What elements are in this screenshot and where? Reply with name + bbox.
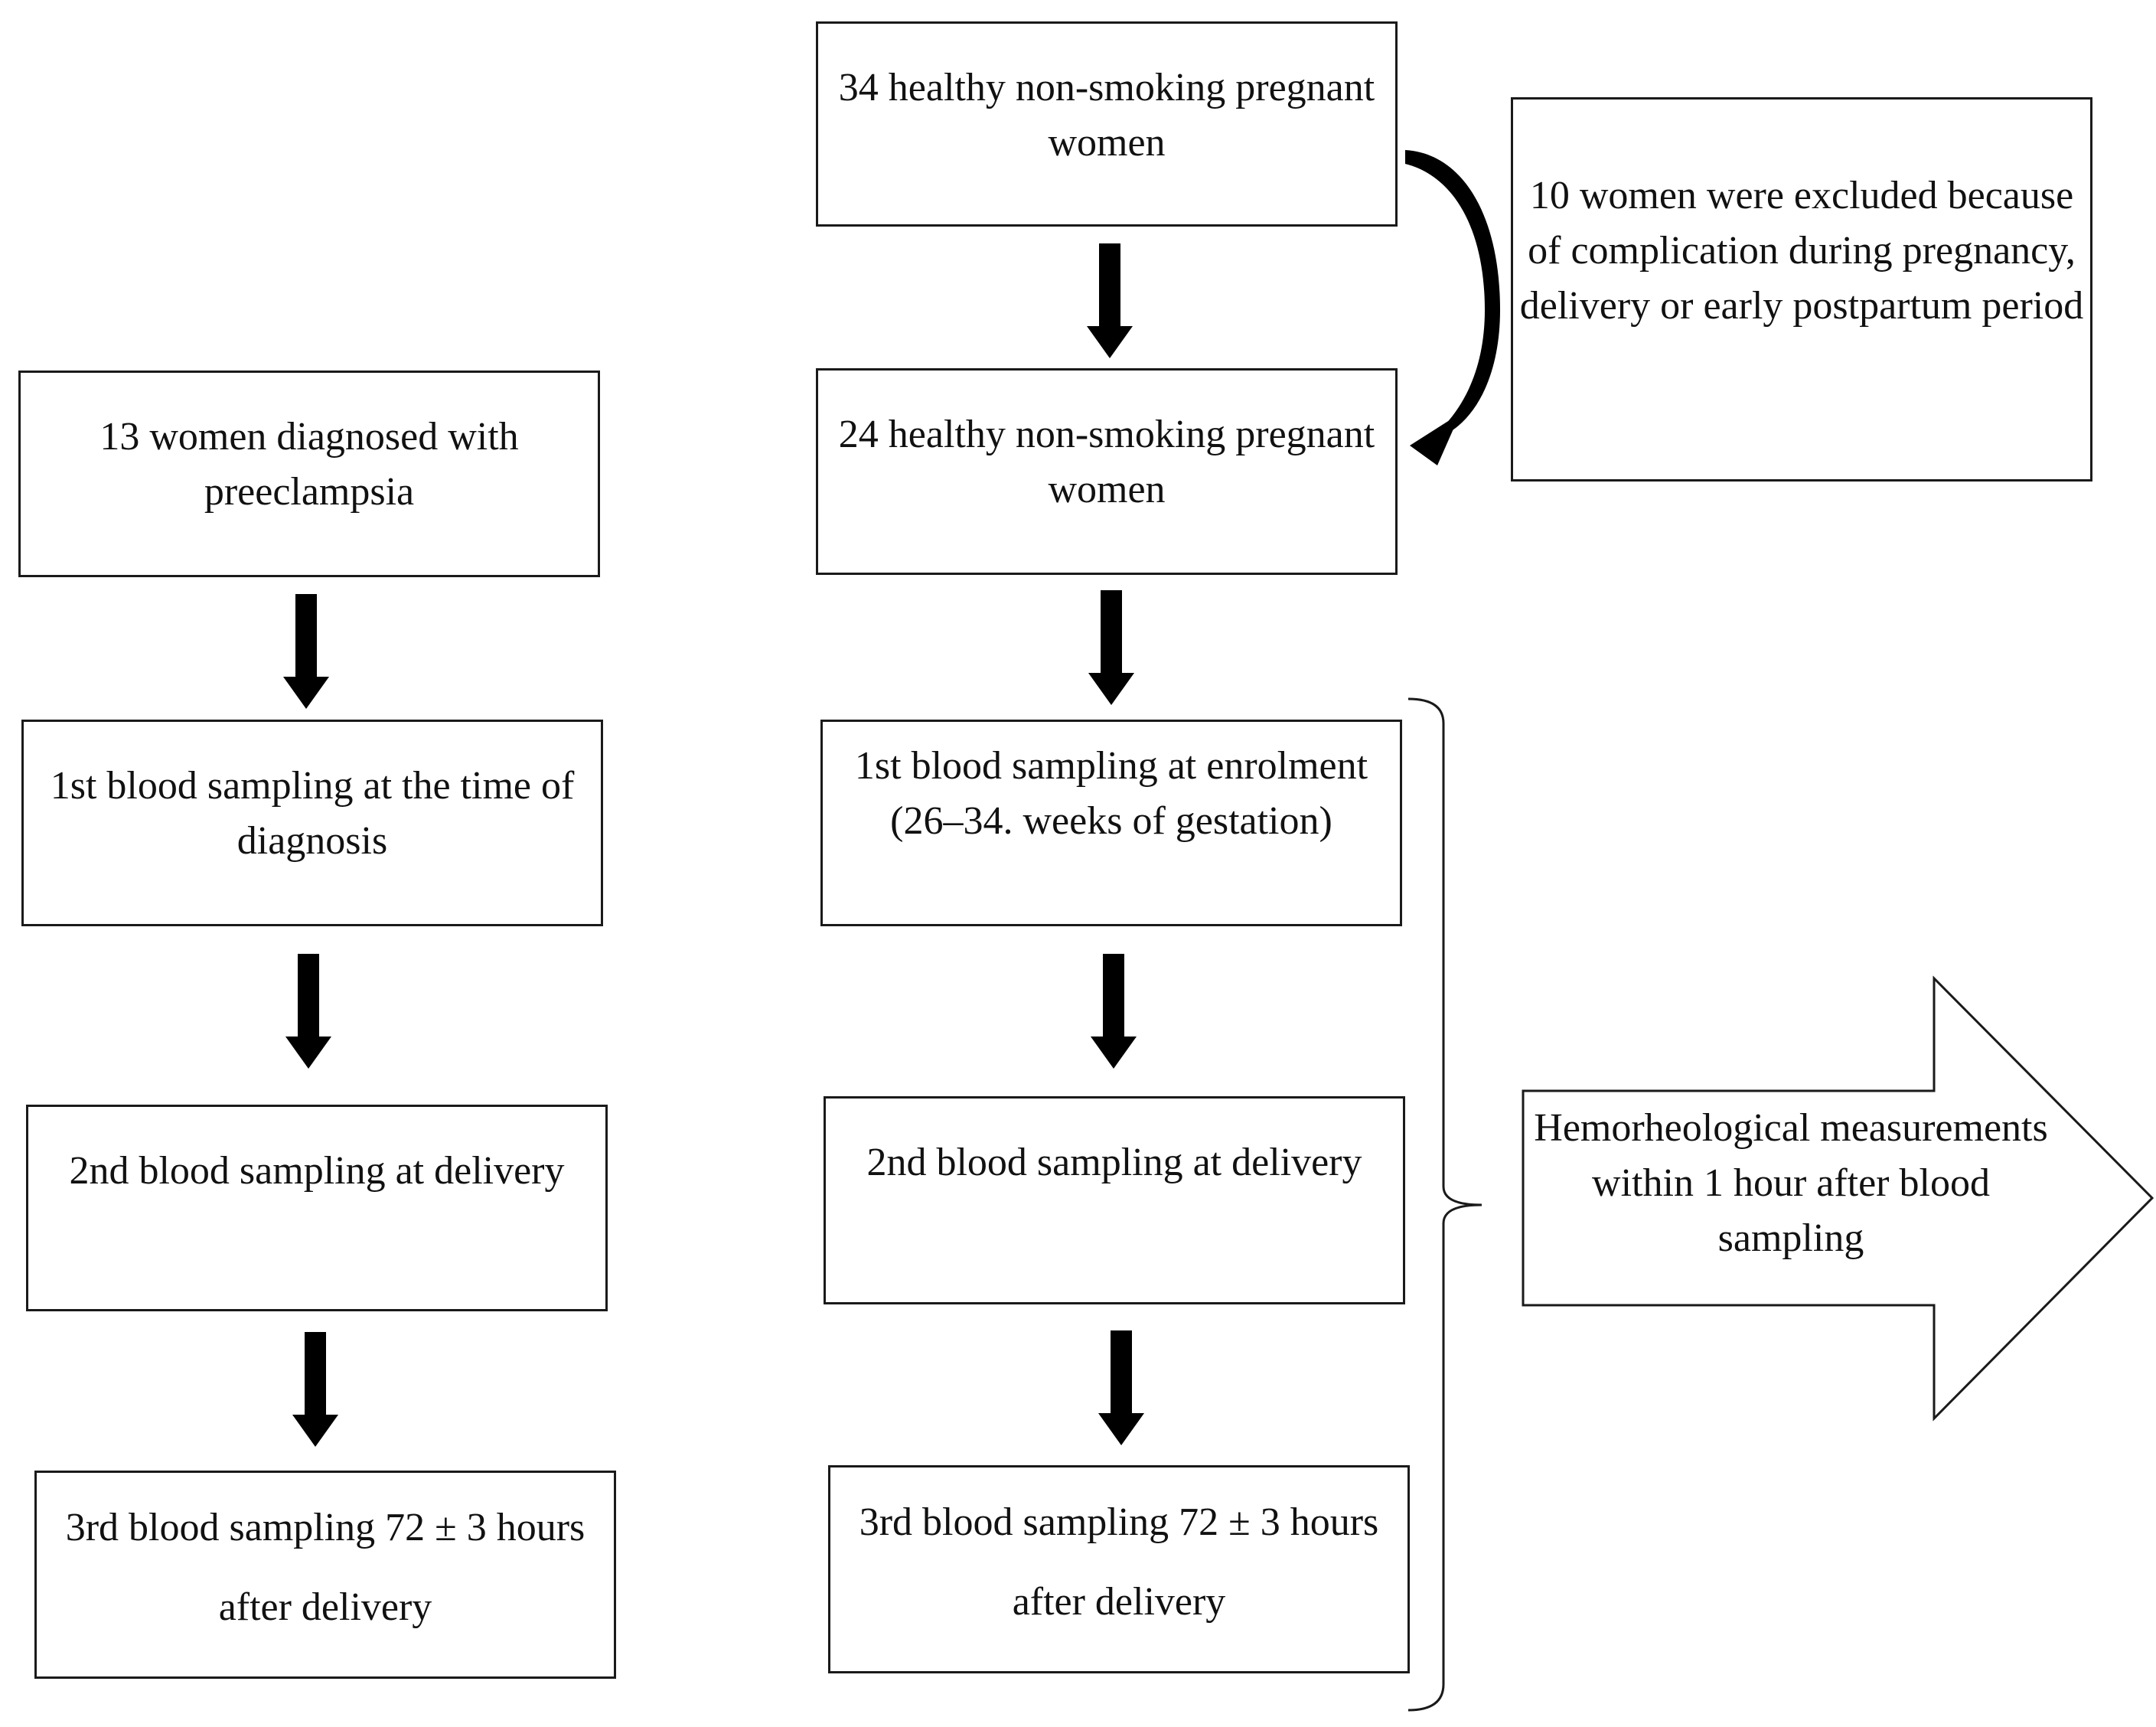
box-preeclampsia-sampling-2: 2nd blood sampling at delivery bbox=[26, 1105, 608, 1311]
curved-exclusion-arrow bbox=[1405, 150, 1500, 465]
healthy-sampling-2-text: 2nd blood sampling at delivery bbox=[866, 1141, 1362, 1184]
preeclampsia-sampling-1-text: 1st blood sampling at the time of diagno… bbox=[50, 764, 575, 863]
arrow-down-p2-to-p3 bbox=[292, 1332, 338, 1447]
box-13-preeclampsia-text: 13 women diagnosed with preeclampsia bbox=[99, 415, 519, 514]
preeclampsia-sampling-3-text: 3rd blood sampling 72 ± 3 hours after de… bbox=[65, 1506, 585, 1629]
box-preeclampsia-sampling-3: 3rd blood sampling 72 ± 3 hours after de… bbox=[34, 1471, 616, 1679]
sampling-bracket bbox=[1407, 697, 1482, 1712]
box-24-healthy: 24 healthy non-smoking pregnant women bbox=[816, 368, 1398, 575]
preeclampsia-sampling-2-text: 2nd blood sampling at delivery bbox=[69, 1149, 565, 1193]
arrow-down-13-to-p1 bbox=[283, 594, 329, 709]
box-healthy-sampling-2: 2nd blood sampling at delivery bbox=[824, 1096, 1405, 1304]
healthy-sampling-1-text: 1st blood sampling at enrolment (26–34. … bbox=[854, 744, 1368, 843]
measurement-block-arrow bbox=[1522, 975, 2154, 1422]
box-13-preeclampsia: 13 women diagnosed with preeclampsia bbox=[18, 371, 600, 577]
box-healthy-sampling-3: 3rd blood sampling 72 ± 3 hours after de… bbox=[828, 1465, 1410, 1673]
box-excluded: 10 women were excluded because of compli… bbox=[1511, 97, 2092, 482]
arrow-down-h1-to-h2 bbox=[1091, 954, 1137, 1069]
box-preeclampsia-sampling-1: 1st blood sampling at the time of diagno… bbox=[21, 720, 603, 926]
arrow-down-p1-to-p2 bbox=[285, 954, 331, 1069]
arrow-down-24-to-h1 bbox=[1088, 590, 1134, 705]
box-34-healthy: 34 healthy non-smoking pregnant women bbox=[816, 21, 1398, 227]
healthy-sampling-3-text: 3rd blood sampling 72 ± 3 hours after de… bbox=[859, 1500, 1379, 1624]
measurement-arrow-text: Hemorheological measurements within 1 ho… bbox=[1534, 1106, 2048, 1260]
arrow-down-34-to-24 bbox=[1087, 243, 1133, 358]
box-34-healthy-text: 34 healthy non-smoking pregnant women bbox=[838, 66, 1375, 165]
box-healthy-sampling-1: 1st blood sampling at enrolment (26–34. … bbox=[820, 720, 1402, 926]
box-excluded-text: 10 women were excluded because of compli… bbox=[1519, 174, 2084, 328]
arrow-down-h2-to-h3 bbox=[1098, 1330, 1144, 1445]
box-24-healthy-text: 24 healthy non-smoking pregnant women bbox=[838, 413, 1375, 511]
